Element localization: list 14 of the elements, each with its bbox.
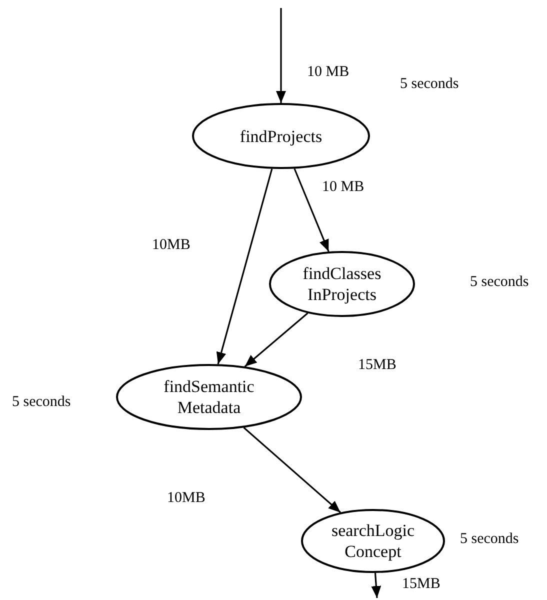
- node-label: findSemantic Metadata: [162, 376, 256, 418]
- process-ellipse: [193, 104, 369, 168]
- arrow: [244, 312, 308, 368]
- arrow: [216, 168, 273, 364]
- node-label: searchLogic Concept: [330, 520, 416, 562]
- process-ellipse: [270, 252, 414, 316]
- process-ellipse: [117, 365, 301, 429]
- process-ellipse: [302, 510, 444, 572]
- arrow: [294, 168, 330, 252]
- arrow: [276, 8, 286, 103]
- node-label: findClasses InProjects: [302, 263, 382, 305]
- arrow: [371, 572, 382, 598]
- node-label: findProjects: [238, 126, 324, 146]
- arrow: [243, 427, 342, 514]
